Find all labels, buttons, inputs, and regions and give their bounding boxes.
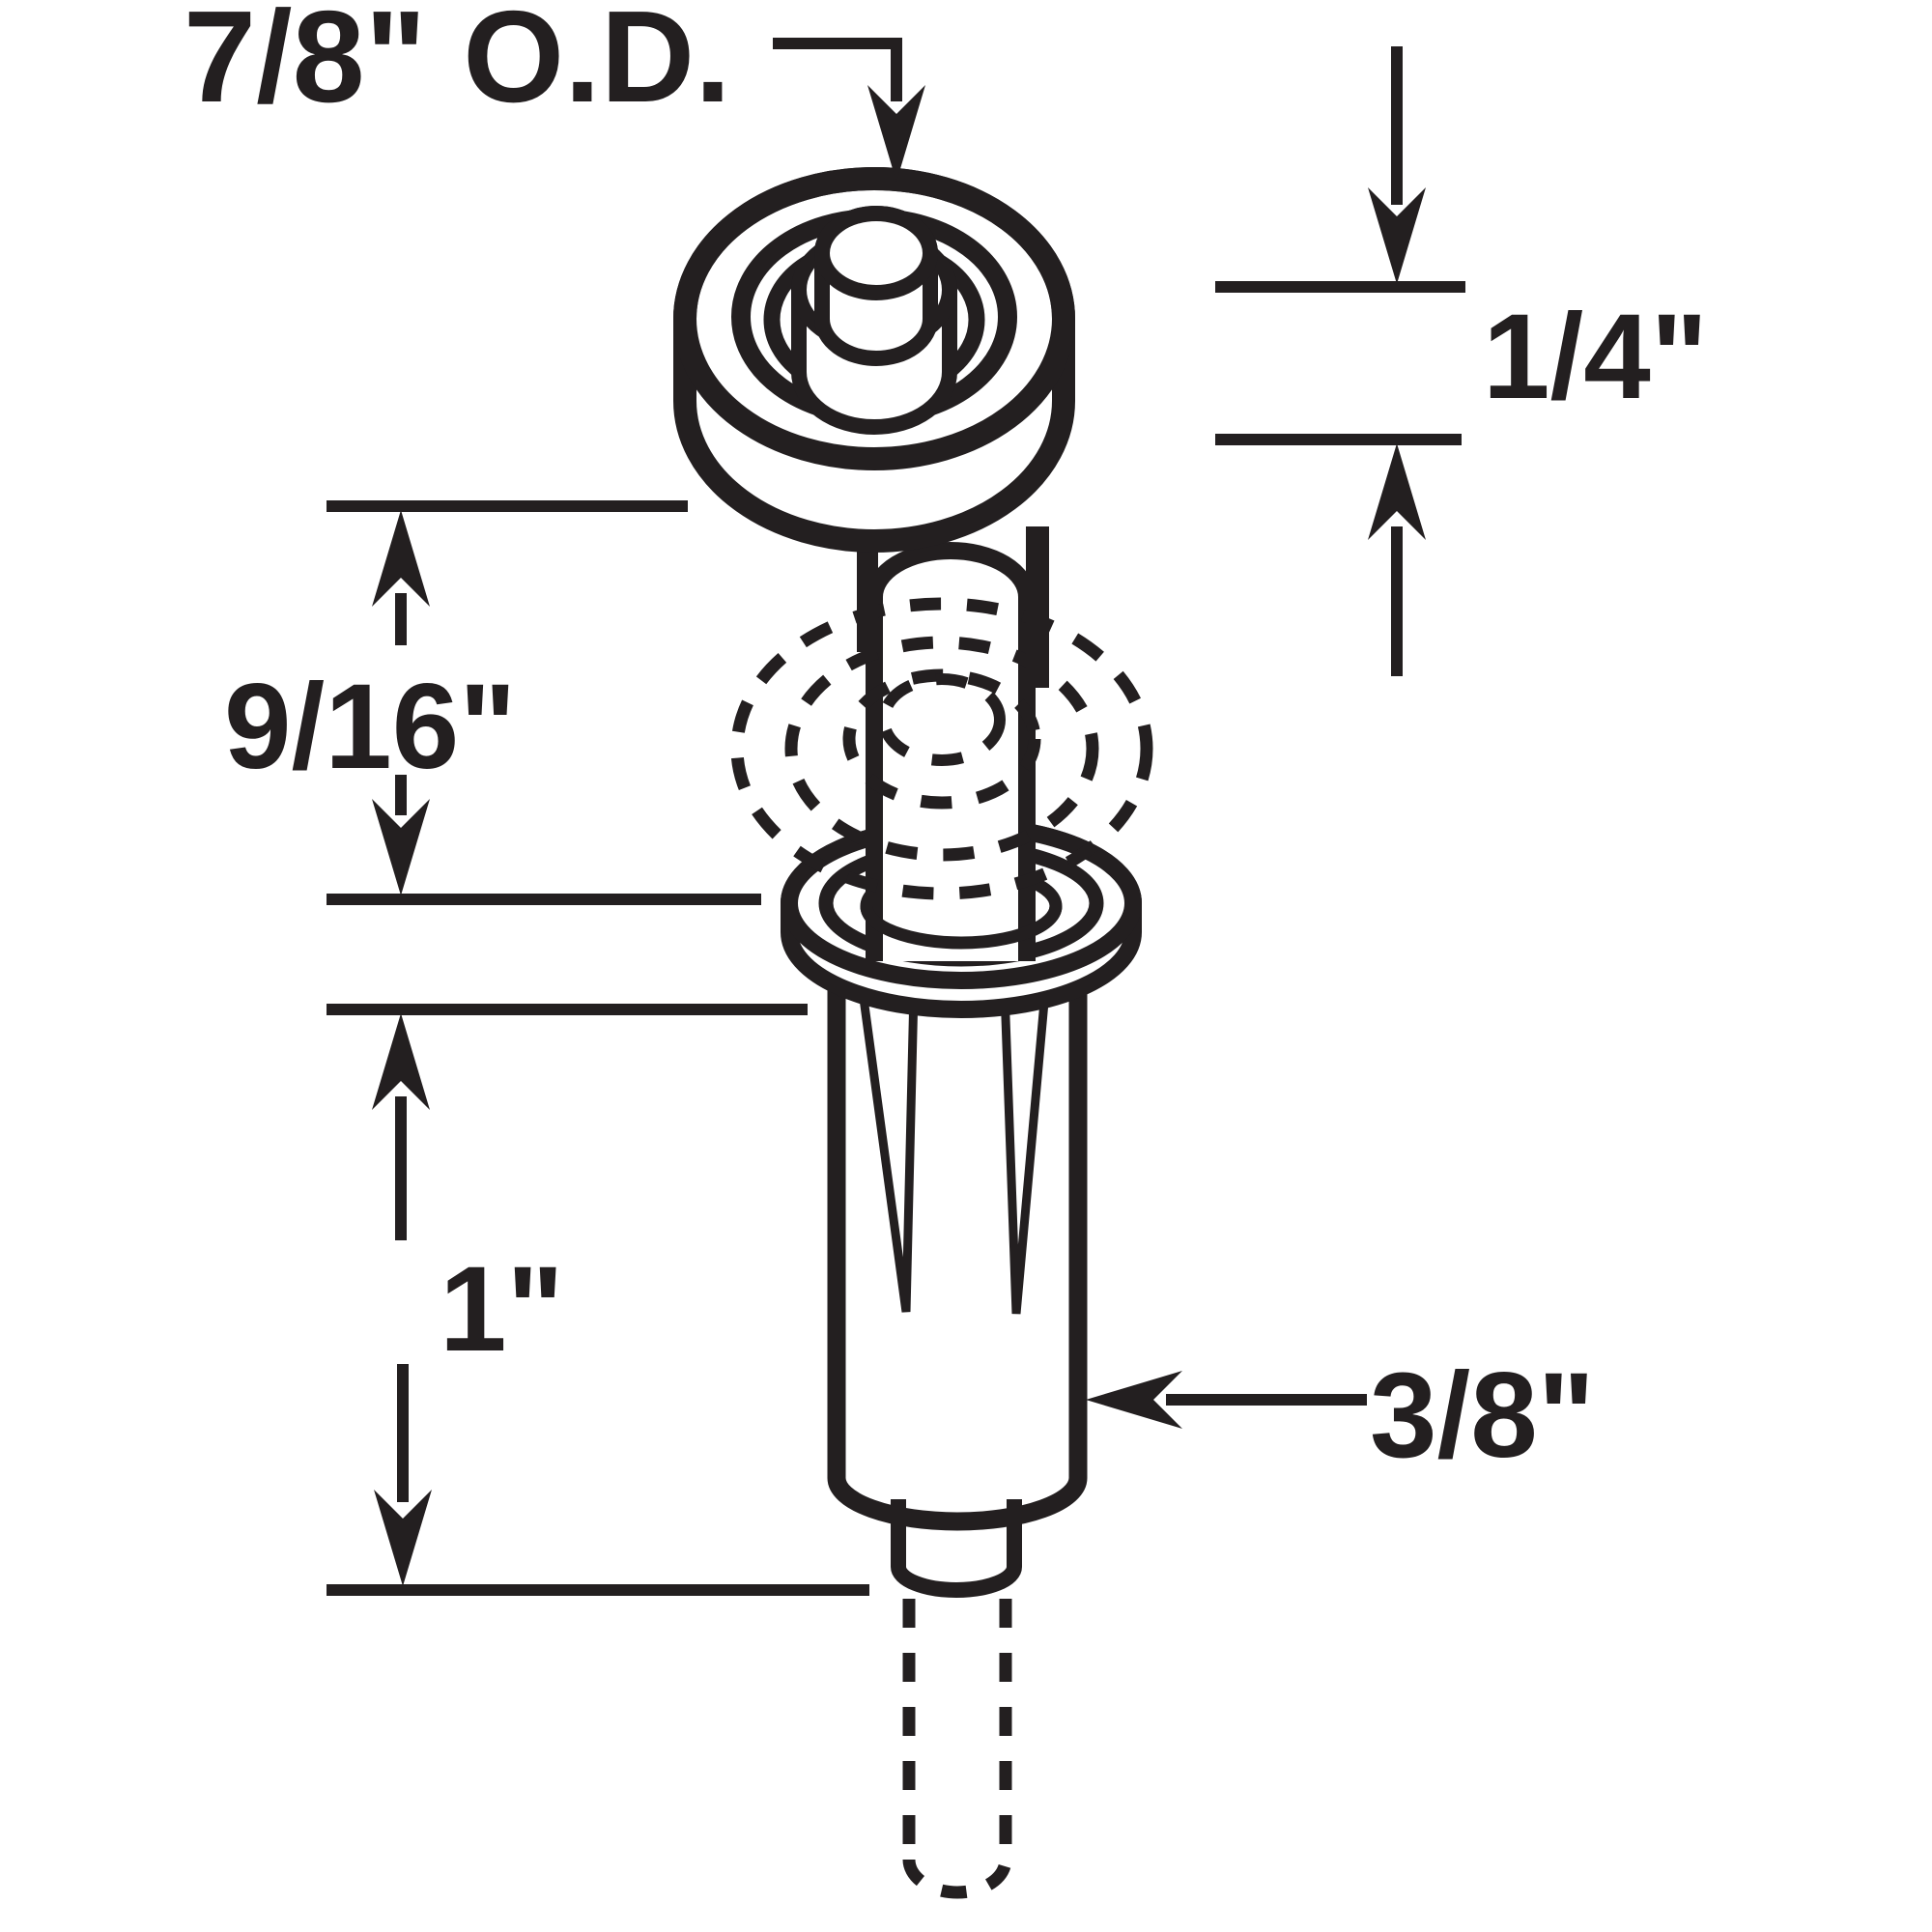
anchor-diameter-label: 3/8" [1370, 1349, 1595, 1483]
hidden-stem [902, 1599, 1012, 1899]
arrow-up-icon [1368, 443, 1426, 540]
outer-diameter-label: 7/8" O.D. [184, 0, 731, 129]
ghost-outer-rim [730, 597, 1153, 900]
wheel-hub-cap-top [814, 206, 938, 300]
roller-thickness-label: 1/4" [1483, 290, 1708, 424]
anchor-neck [891, 1499, 1022, 1598]
wheel-outer-rim [673, 167, 1075, 470]
flange-hole-front-arc [860, 905, 1063, 950]
arrow-down-icon [374, 1490, 432, 1586]
ghost-ring [784, 636, 1099, 862]
anchor-body [827, 956, 1088, 1899]
arrow-up-icon [372, 510, 430, 607]
arrow-down-icon [372, 799, 430, 895]
dimension-anchor-length: 1" [327, 1004, 869, 1596]
dimension-roller-thickness: 1/4" [1215, 46, 1708, 676]
roller-wheel [673, 167, 1075, 688]
anchor-length-label: 1" [440, 1242, 564, 1377]
ghost-wheel [730, 597, 1153, 900]
arrow-left-icon [1086, 1371, 1182, 1429]
outer-diameter-leader-line [773, 38, 902, 101]
arrow-down-icon [867, 85, 925, 182]
dimension-shaft-length: 9/16" [224, 500, 761, 905]
shaft-length-label: 9/16" [224, 660, 517, 794]
ghost-hub-cap [878, 673, 1006, 766]
dimension-anchor-diameter: 3/8" [1086, 1349, 1595, 1483]
shaft-outline [866, 542, 1036, 961]
dimension-outer-diameter: 7/8" O.D. [184, 0, 925, 182]
arrow-up-icon [372, 1013, 430, 1110]
arrow-down-icon [1368, 187, 1426, 284]
